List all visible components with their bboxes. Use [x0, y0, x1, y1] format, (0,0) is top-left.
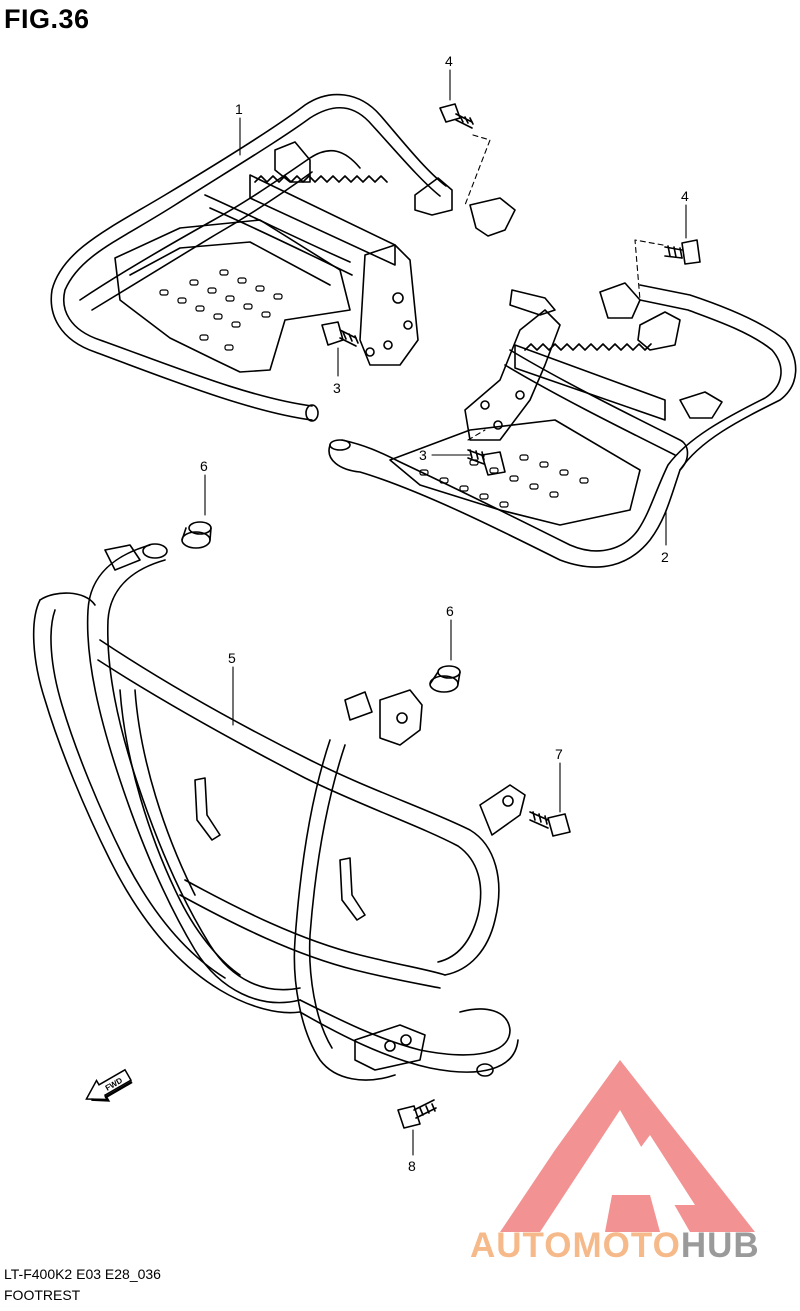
bolt-3-left — [321, 321, 359, 347]
callout-4-right: 4 — [681, 188, 689, 204]
automotohub-logo-icon — [500, 1060, 755, 1232]
callout-6-upper: 6 — [200, 458, 208, 474]
callout-8: 8 — [408, 1158, 416, 1174]
callout-6-lower: 6 — [446, 603, 454, 619]
bolt-7 — [529, 811, 571, 837]
automotohub-wordmark: AUTOMOTOHUB — [470, 1226, 760, 1266]
callout-1: 1 — [235, 101, 243, 117]
section-name: FOOTREST — [4, 1287, 81, 1303]
footrest-left — [50, 93, 516, 422]
grommet-6-upper — [181, 521, 212, 549]
brand-part-1: AUTOMOTO — [470, 1226, 681, 1265]
callout-5: 5 — [228, 650, 236, 666]
callout-labels: 1 2 3 3 4 4 5 6 6 7 8 — [200, 53, 689, 1174]
bolt-3-right — [467, 449, 506, 476]
brand-part-2: HUB — [680, 1226, 760, 1265]
bolt-8 — [397, 1099, 437, 1129]
bolt-4-right — [664, 239, 701, 265]
bolt-4-upper — [439, 103, 474, 129]
model-code: LT-F400K2 E03 E28_036 — [4, 1266, 161, 1282]
front-guard — [32, 543, 526, 1081]
fwd-arrow: FWD — [85, 1068, 133, 1102]
callout-4-upper: 4 — [445, 53, 453, 69]
callout-2: 2 — [661, 549, 669, 565]
callout-7: 7 — [555, 746, 563, 762]
figure-title: FIG.36 — [4, 4, 90, 34]
callout-3-right: 3 — [419, 447, 427, 463]
footrest-right — [328, 282, 797, 568]
callout-3-left: 3 — [333, 380, 341, 396]
grommet-6-lower — [429, 665, 461, 693]
